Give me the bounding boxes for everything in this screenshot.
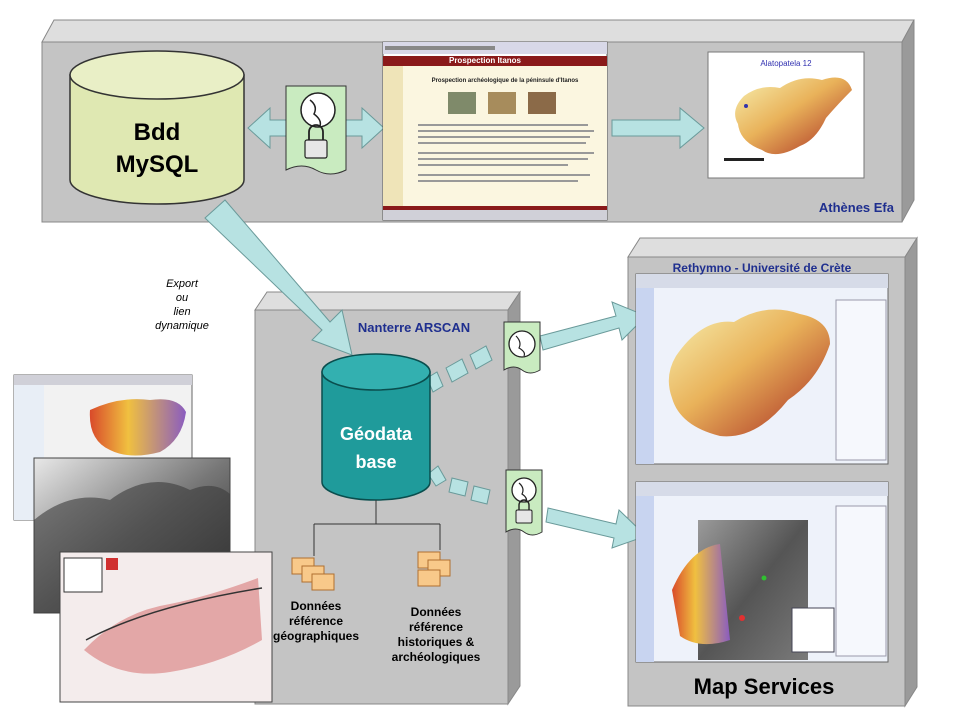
geodata-to-wms-arrow-upper — [426, 301, 647, 393]
nanterre-site-label: Nanterre ARSCAN — [358, 320, 470, 335]
alatopatela-map-screenshot — [707, 51, 865, 179]
itanos-web-screenshot — [382, 41, 608, 221]
geodata-database-cylinder — [321, 353, 431, 501]
wms-screenshot-top — [635, 273, 889, 465]
wms-screenshot-bottom — [635, 481, 889, 663]
right-panel-top-face — [627, 237, 918, 258]
export-note-line4: dynamique — [155, 320, 209, 332]
export-note-line2: ou — [176, 292, 188, 304]
geodata-to-wms-arrow-lower — [427, 465, 647, 549]
hist-data-label-line3: historiques & — [398, 635, 475, 649]
folder-icon-historic — [417, 551, 451, 587]
map-label: Alatopatela 12 — [760, 59, 812, 68]
web-page-subtitle: Prospection archéologique de la péninsul… — [432, 78, 579, 84]
top-panel-top-face — [41, 19, 915, 43]
mysql-database-cylinder — [69, 50, 245, 205]
hist-data-label-line1: Données — [411, 605, 462, 619]
mysql-label-line2: MySQL — [116, 151, 199, 178]
web-page-title: Prospection Itanos — [449, 56, 522, 65]
geodata-label-line1: Géodata — [340, 424, 413, 444]
export-note-line1: Export — [166, 278, 199, 290]
web-to-map-arrow — [611, 106, 705, 150]
folder-icon-geographic — [291, 557, 335, 591]
athens-site-label: Athènes Efa — [819, 200, 895, 215]
secure-globe-icon-lower — [505, 469, 543, 536]
geo-data-label-line2: référence — [289, 614, 343, 628]
globe-icon-upper — [503, 321, 541, 374]
hist-data-label-line2: référence — [409, 620, 463, 634]
top-panel-side-face — [901, 19, 915, 223]
hierarchy-connectors — [313, 500, 441, 556]
export-note-line3: lien — [173, 306, 190, 318]
mysql-to-geodata-arrow — [204, 199, 353, 356]
geodata-label-line2: base — [355, 452, 396, 472]
hist-data-label-line4: archéologiques — [392, 650, 481, 664]
map-services-label: Map Services — [694, 674, 835, 699]
geo-data-label-line3: géographiques — [273, 629, 359, 643]
right-panel-side-face — [904, 236, 918, 708]
gis-screenshot-stack — [13, 374, 273, 703]
secure-globe-icon — [285, 85, 347, 175]
geo-data-label-line1: Données — [291, 599, 342, 613]
rethymno-site-label: Rethymno - Université de Crète — [673, 261, 852, 275]
mysql-label-line1: Bdd — [134, 119, 181, 146]
